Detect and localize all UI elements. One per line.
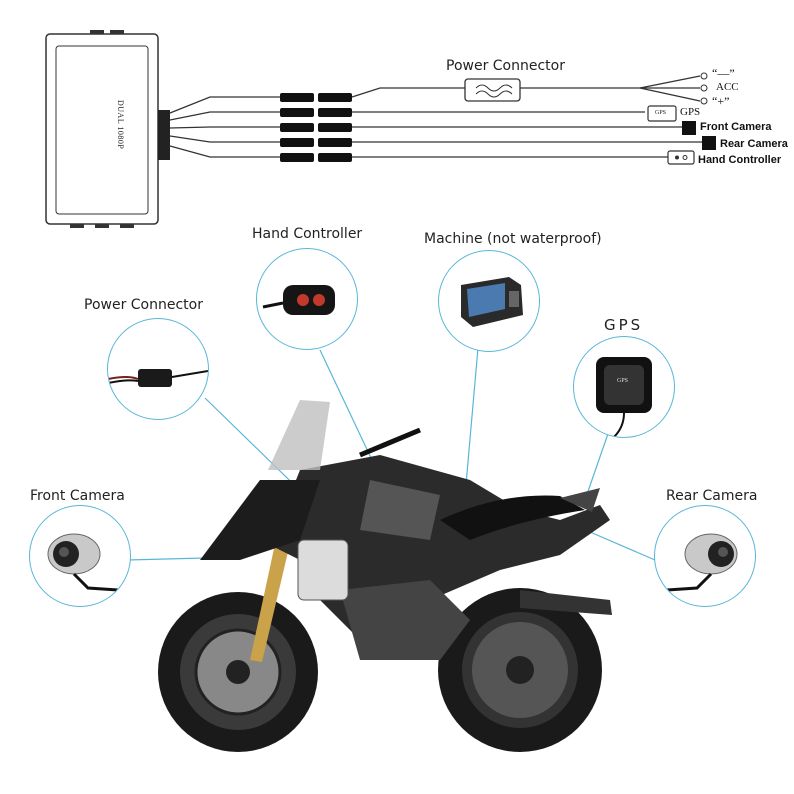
plus-label: “+” — [712, 94, 730, 108]
connectors — [280, 93, 352, 162]
rear-camera-wire-label: Rear Camera — [720, 138, 788, 150]
rear-camera-plug — [702, 136, 716, 150]
callout-rear-camera-label: Rear Camera — [666, 488, 758, 504]
rear-camera-bubble — [654, 505, 756, 607]
exhaust — [520, 590, 612, 615]
front-camera-plug — [682, 121, 696, 135]
gps-box — [647, 105, 677, 122]
gps-label: GPS — [680, 106, 701, 118]
front-camera-wire-label: Front Camera — [700, 121, 772, 133]
machine-bubble — [438, 250, 540, 352]
front-wheel — [158, 592, 318, 752]
callout-hand-controller-label: Hand Controller — [252, 226, 363, 242]
power-connector-bubble — [107, 318, 209, 420]
callout-power-connector-label: Power Connector — [84, 297, 203, 313]
device-screen — [55, 45, 149, 215]
wires — [169, 75, 702, 158]
rear-wheel — [438, 588, 602, 752]
callout-front-camera-label: Front Camera — [30, 488, 125, 504]
gps-bubble — [573, 336, 675, 438]
radiator-cover — [297, 539, 349, 601]
windscreen — [268, 400, 330, 470]
gps-box-text: GPS — [655, 110, 667, 116]
engine — [340, 580, 470, 660]
hand-controller-box — [667, 150, 695, 165]
tail — [560, 488, 600, 512]
gps-device-text: GPS — [617, 378, 629, 384]
front-fork — [250, 530, 292, 662]
callout-machine-label: Machine (not waterproof) — [424, 231, 602, 247]
front-camera-bubble — [29, 505, 131, 607]
handlebar — [359, 427, 421, 458]
seat — [440, 495, 585, 540]
wiring-diagram — [45, 30, 716, 228]
front-fairing — [200, 480, 320, 560]
wiring-power-connector-label: Power Connector — [446, 58, 565, 74]
tank-panel — [360, 480, 440, 540]
callout-gps-label: GPS — [604, 316, 644, 334]
minus-label: “—” — [712, 66, 735, 80]
acc-label: ACC — [716, 81, 739, 93]
hand-controller-bubble — [256, 248, 358, 350]
cable-bundle — [158, 110, 170, 160]
hand-controller-wire-label: Hand Controller — [698, 154, 782, 166]
